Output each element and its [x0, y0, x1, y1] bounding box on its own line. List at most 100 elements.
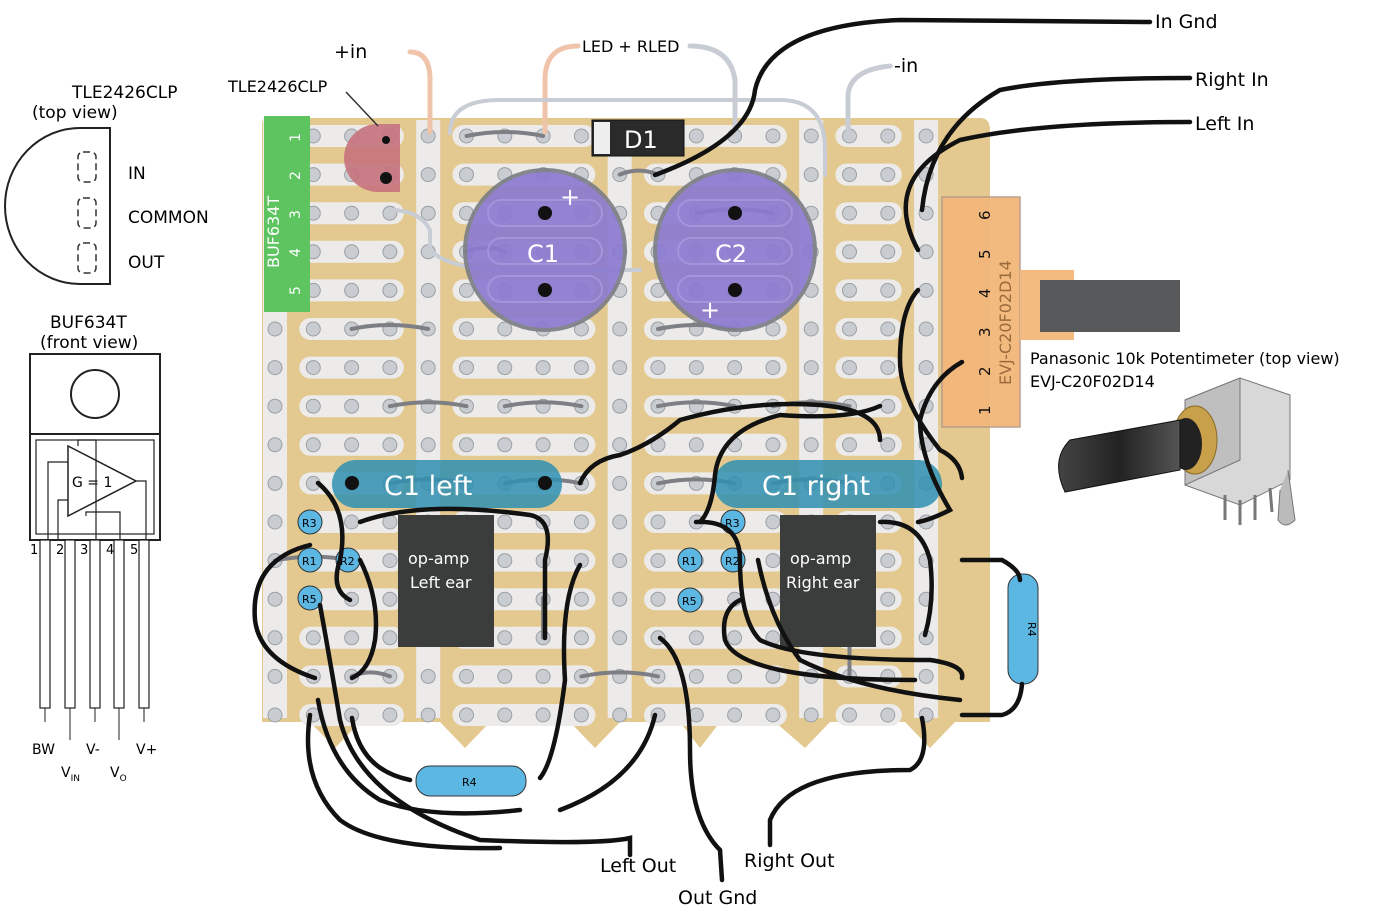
label-right-out: Right Out — [744, 850, 835, 872]
pot-code-label: EVJ-C20F02D14 — [996, 260, 1015, 385]
label-left-out: Left Out — [600, 855, 676, 877]
black-wires — [252, 17, 1193, 883]
board-hole — [612, 321, 628, 337]
potentiometer-footprint: EVJ-C20F02D14 1 2 3 4 5 6 — [941, 196, 1180, 428]
board-hole — [803, 707, 819, 723]
board-hole — [918, 321, 934, 337]
board-hole — [650, 553, 666, 569]
board-hole — [803, 167, 819, 183]
board-hole — [497, 553, 513, 569]
right-out-wire — [767, 715, 927, 848]
capacitor-c1: C1 + — [463, 168, 627, 332]
buf-subtitle: (front view) — [40, 333, 138, 353]
board-hole — [267, 437, 283, 453]
copper-strip-segment — [452, 433, 596, 456]
board-hole — [573, 553, 589, 569]
jumper-link — [387, 400, 469, 409]
board-hole — [765, 514, 781, 530]
board-hole — [305, 321, 321, 337]
pot-title: Panasonic 10k Potentimeter (top view) — [1030, 349, 1340, 368]
board-hole — [650, 514, 666, 530]
board-hole — [880, 128, 896, 144]
board-hole — [573, 128, 589, 144]
board-hole — [497, 437, 513, 453]
diode-d1: D1 — [591, 119, 685, 157]
board-hole — [765, 553, 781, 569]
board-hole — [344, 630, 360, 646]
board-hole — [573, 514, 589, 530]
board-hole — [459, 282, 474, 298]
board-hole — [382, 707, 398, 723]
minus-in-wire — [845, 63, 893, 135]
board-hole — [880, 360, 896, 376]
svg-text:3: 3 — [976, 327, 994, 337]
board-hole — [918, 282, 934, 298]
board-hole — [382, 591, 398, 607]
copper-strip-segment — [644, 356, 787, 379]
tle-pin-label-out: OUT — [128, 253, 165, 273]
board-hole — [420, 167, 436, 183]
board-hole — [650, 360, 666, 376]
pot-footprint-body — [941, 196, 1021, 428]
board-hole — [612, 398, 628, 414]
c1-left-body — [332, 460, 562, 508]
svg-text:6: 6 — [976, 210, 994, 220]
board-hole — [765, 128, 781, 144]
board-hole — [497, 668, 513, 684]
board-hole — [535, 668, 551, 684]
board-hole — [305, 360, 321, 376]
board-hole — [842, 244, 857, 260]
svg-text:5: 5 — [130, 543, 138, 558]
board-hole — [765, 437, 781, 453]
buf-pin-bw: BW — [32, 742, 55, 758]
board-hole — [688, 630, 704, 646]
board-hole — [267, 321, 283, 337]
board-hole — [842, 707, 857, 723]
copper-strip-segment — [452, 665, 596, 688]
board-hole — [727, 707, 743, 723]
board-hole — [420, 668, 436, 684]
board-hole — [880, 282, 896, 298]
board-hole — [803, 128, 819, 144]
capacitor-c2: C2 + — [653, 168, 817, 332]
right-in-wire — [919, 75, 1193, 213]
board-hole — [612, 553, 628, 569]
board-hole — [650, 591, 666, 607]
label-plus-in: +in — [334, 41, 367, 63]
board-hole — [497, 707, 513, 723]
svg-text:1: 1 — [976, 405, 994, 415]
board-hole — [420, 707, 436, 723]
board-hole — [267, 591, 283, 607]
c1-left-label: C1 left — [384, 471, 472, 502]
board-hole — [612, 630, 628, 646]
board-hole — [267, 475, 283, 491]
svg-text:Left ear: Left ear — [410, 573, 472, 592]
board-hole — [420, 205, 436, 221]
board-hole — [344, 244, 360, 260]
top-loop-wire — [448, 98, 827, 177]
svg-text:+: + — [700, 296, 720, 324]
board-hole — [305, 398, 321, 414]
board-hole — [842, 282, 857, 298]
board-hole — [727, 668, 743, 684]
board-hole — [880, 321, 896, 337]
svg-text:R4: R4 — [462, 776, 477, 789]
board-hole — [344, 205, 360, 221]
board-hole — [382, 360, 398, 376]
svg-text:3: 3 — [288, 210, 304, 219]
tle-pin-in — [77, 151, 97, 183]
board-hole — [344, 398, 360, 414]
svg-text:+: + — [560, 183, 580, 211]
svg-text:R1: R1 — [682, 555, 697, 568]
buf-gain: G = 1 — [72, 475, 112, 491]
board-hole — [842, 167, 857, 183]
board-hole — [612, 514, 628, 530]
potentiometer-illustration: Panasonic 10k Potentimeter (top view) EV… — [1030, 349, 1340, 526]
board-hole — [612, 707, 628, 723]
svg-text:op-amp: op-amp — [408, 549, 469, 568]
svg-text:R5: R5 — [302, 593, 317, 606]
svg-text:R1: R1 — [302, 555, 317, 568]
board-hole — [497, 591, 513, 607]
board-hole — [382, 553, 398, 569]
label-left-in: Left In — [1195, 113, 1254, 135]
